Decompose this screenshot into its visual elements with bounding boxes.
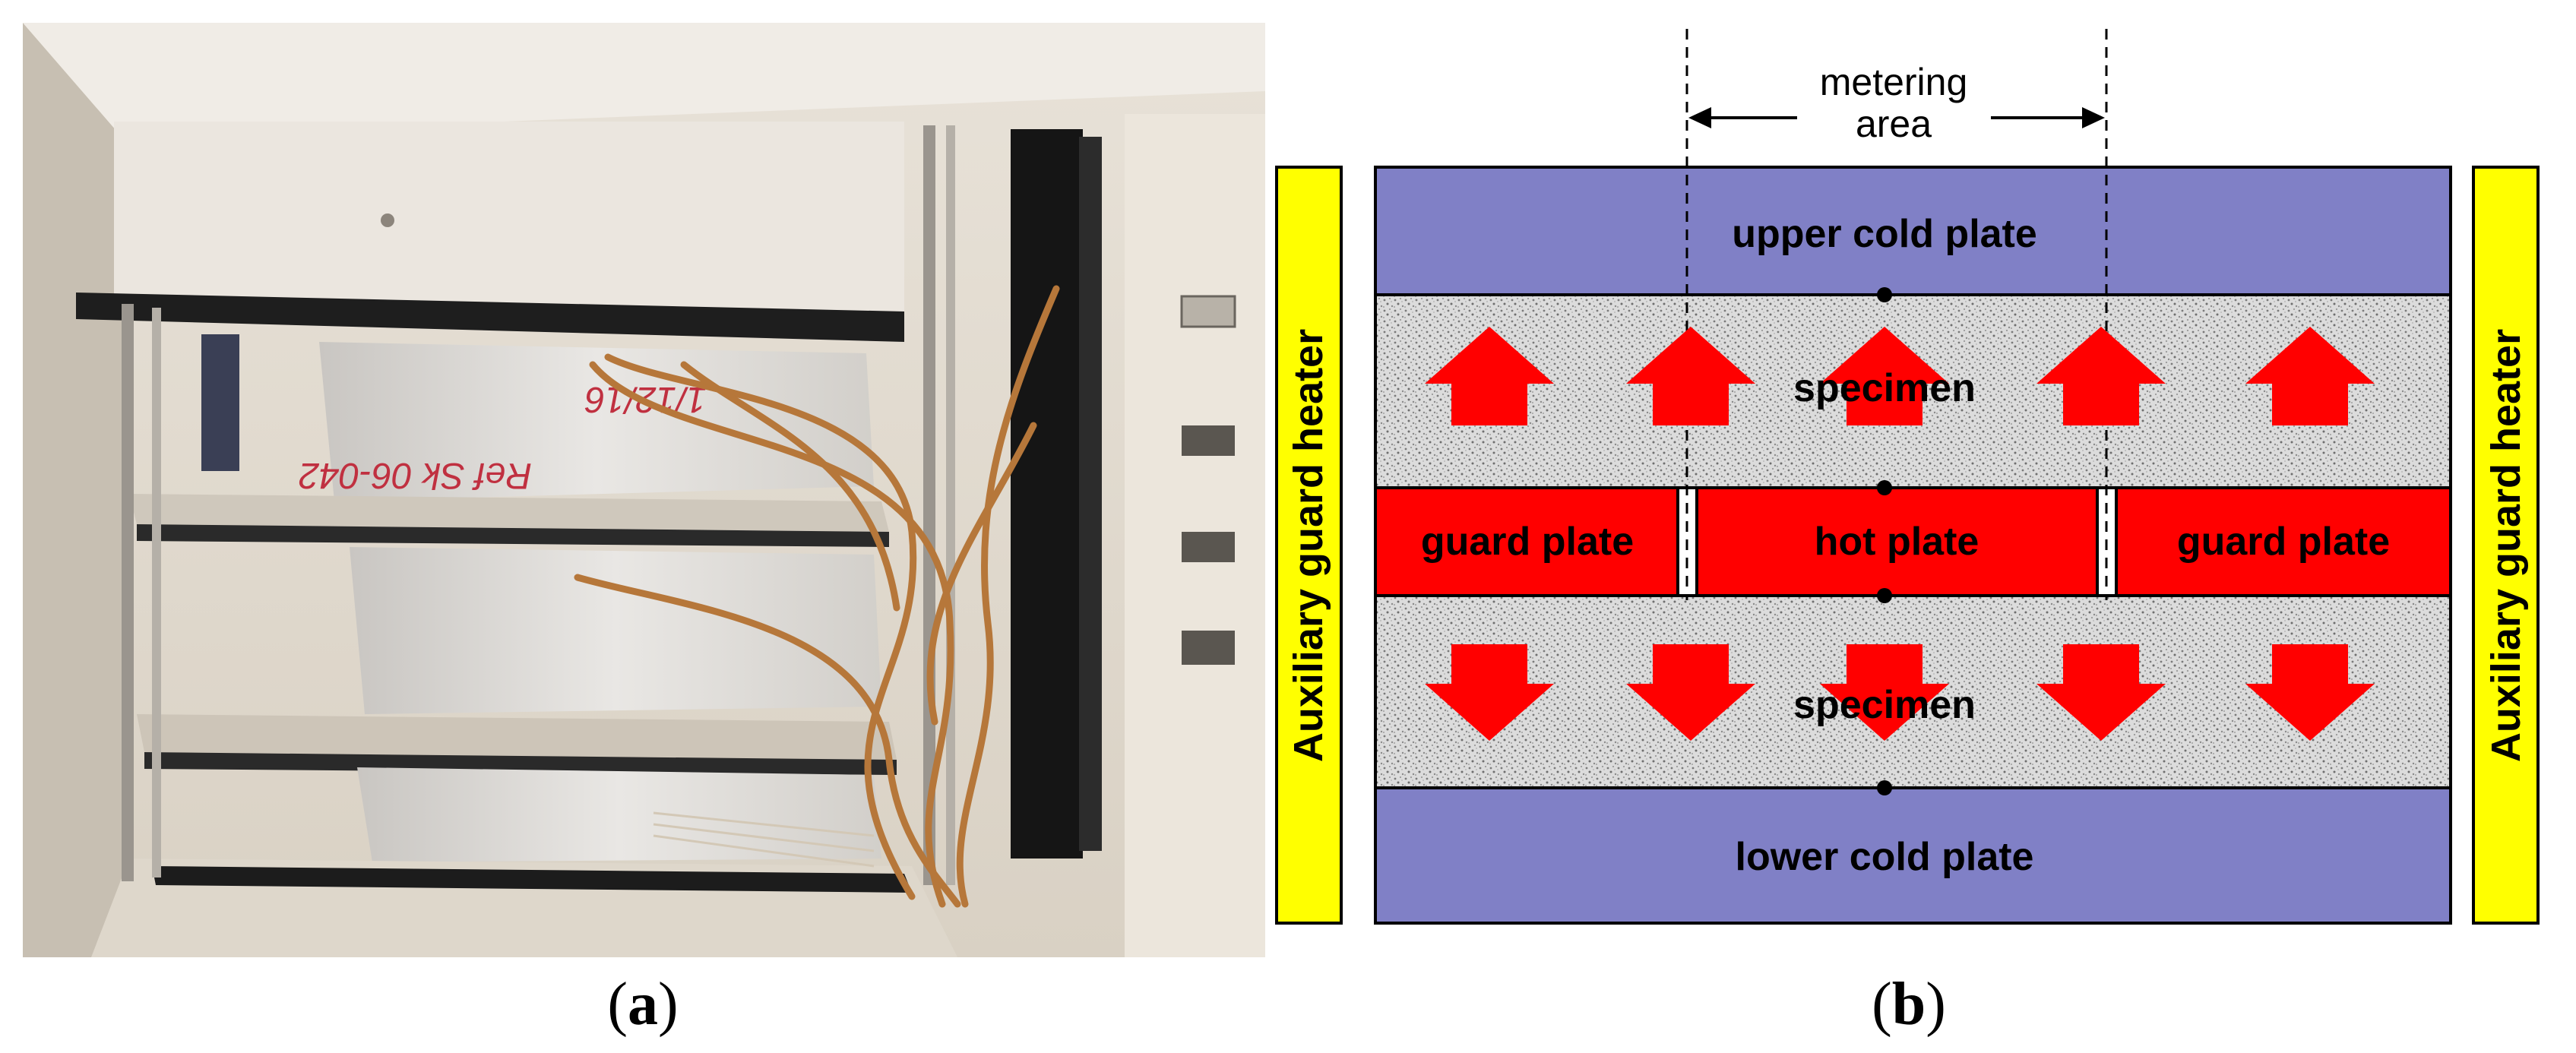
photo-bottom-plate (137, 714, 897, 760)
junction-dot-bottom (1877, 780, 1892, 795)
schematic-panel: metering area upper cold plate specimen … (1275, 29, 2540, 925)
heat-flux-arrows-up (1425, 327, 2375, 425)
junction-dot-top (1877, 287, 1892, 302)
guard-plate-right (2115, 486, 2452, 597)
photo-base-slot (152, 866, 912, 893)
photo-wall-label-3 (1182, 532, 1235, 562)
aux-heater-left-label: Auxiliary guard heater (1286, 329, 1331, 762)
caption-b: (b) (1872, 971, 1946, 1038)
photo-left-instrument (201, 334, 239, 471)
caption-a: (a) (607, 971, 678, 1038)
heat-flux-arrows-down (1425, 644, 2375, 741)
aux-heater-right (2472, 166, 2540, 925)
caption-a-letter: a (628, 971, 658, 1038)
heat-arrow-up (1626, 327, 1755, 425)
metering-label-line2: area (1856, 103, 1932, 145)
photo-lower-specimen (350, 547, 881, 714)
metering-arrowhead-left (1688, 107, 1711, 128)
aux-heater-left (1275, 166, 1343, 925)
photo-housing-screw (381, 213, 394, 227)
photo-wall-label-1 (1180, 295, 1236, 328)
photo-rod-left (122, 304, 134, 881)
heat-arrow-up (2036, 327, 2166, 425)
photo-left-wall (23, 23, 122, 957)
photo-wall-label-2 (1182, 425, 1235, 456)
photo-rod-right-2 (946, 125, 955, 885)
photo-thermocouple-wires (574, 285, 1060, 908)
heat-arrow-up (1425, 327, 1554, 425)
heat-arrow-down (1820, 644, 1949, 741)
heat-arrow-down (2245, 644, 2375, 741)
photo-sensor-column (1011, 129, 1083, 859)
metering-arrowhead-right (2082, 107, 2105, 128)
caption-b-letter: b (1892, 971, 1926, 1038)
bottom-specimen-label: specimen (1793, 683, 1976, 727)
lower-cold-plate (1374, 786, 2452, 925)
heat-arrow-up (1820, 327, 1949, 425)
heat-arrow-up (2245, 327, 2375, 425)
photo-wire-strands (653, 811, 875, 868)
heat-arrow-down (1626, 644, 1755, 741)
photo-top-plate (76, 292, 904, 342)
photo-base-specimen (357, 767, 881, 862)
photo-upper-specimen (319, 342, 874, 501)
photo-column-highlight (1079, 137, 1102, 851)
hot-plate-label: hot plate (1815, 520, 1979, 564)
heat-arrow-down (2036, 644, 2166, 741)
hot-plate (1695, 486, 2099, 597)
photo-upper-housing (114, 122, 904, 311)
photo-ceiling (23, 23, 1265, 137)
heat-arrow-down (1425, 644, 1554, 741)
junction-dot-hot-bottom (1877, 588, 1892, 603)
photo-panel: 1/12/16 Ref Sk 06-042 (23, 23, 1265, 957)
junction-dot-hot-top (1877, 480, 1892, 495)
guard-plate-right-label: guard plate (2177, 520, 2390, 564)
photo-middle-plate-edge (137, 524, 889, 547)
lower-cold-plate-label: lower cold plate (1736, 835, 2034, 879)
top-specimen-label: specimen (1793, 366, 1976, 410)
guard-plate-left-label: guard plate (1421, 520, 1634, 564)
photo-wall-label-4 (1182, 631, 1235, 665)
upper-cold-plate-label: upper cold plate (1732, 212, 2037, 256)
photo-bottom-plate-edge (144, 752, 897, 775)
aux-heater-right-label: Auxiliary guard heater (2483, 329, 2529, 762)
upper-cold-plate (1374, 166, 2452, 296)
specimen-marking-ref: Ref Sk 06-042 (299, 455, 532, 495)
photo-rod-left-2 (152, 308, 161, 878)
metering-label-line1: metering (1820, 61, 1968, 103)
photo-middle-plate (129, 494, 889, 532)
